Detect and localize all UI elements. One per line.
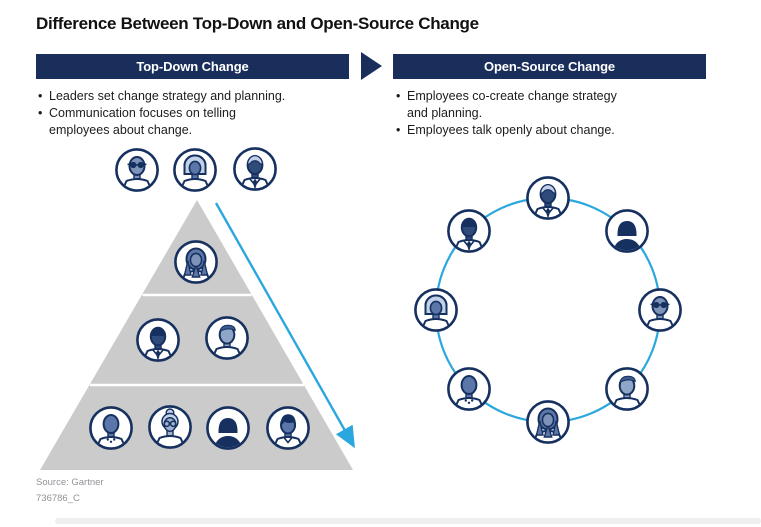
chevron-right-icon [361,52,382,80]
pyramid [40,200,353,470]
document-id: 736786_C [36,493,80,504]
person-bob-icon [172,147,218,193]
person-bob-icon [413,287,459,333]
bullet-item: • Employees co-create change strategy an… [396,88,726,122]
person-tiedark-icon [446,208,492,254]
person-dark-icon [604,208,650,254]
person-swoop-icon [204,315,250,361]
person-swoop-icon [604,366,650,412]
person-glasses-icon [637,287,683,333]
bullet-item: • Leaders set change strategy and planni… [38,88,368,105]
bullet-text: Employees co-create change strategy and … [407,89,617,120]
bullet-item: • Communication focuses on telling emplo… [38,105,368,139]
bullet-dot: • [38,106,43,120]
person-bun-icon [147,404,193,450]
person-suit-icon [525,175,571,221]
horizontal-scrollbar[interactable] [55,518,761,524]
bullet-text: Leaders set change strategy and planning… [49,89,286,103]
bullet-text: Communication focuses on telling employe… [49,106,236,137]
person-tiedark-icon [135,317,181,363]
top-down-header-label: Top-Down Change [136,59,249,74]
person-necklace-icon [446,366,492,412]
bullet-dot: • [38,89,43,103]
person-longhair-icon [173,239,219,285]
person-necklace-icon [88,405,134,451]
person-dark-icon [205,405,251,451]
person-sideswept-icon [265,405,311,451]
person-longhair-icon [525,399,571,445]
bullet-text: Employees talk openly about change. [407,123,615,137]
page-title: Difference Between Top-Down and Open-Sou… [36,14,479,33]
bullet-dot: • [396,89,401,103]
top-down-arrow [214,202,355,449]
open-source-header-label: Open-Source Change [483,59,616,74]
top-down-bullet-list: • Leaders set change strategy and planni… [38,88,368,139]
source-label: Source: Gartner [36,477,104,488]
open-source-bullet-list: • Employees co-create change strategy an… [396,88,726,139]
person-suit-icon [232,146,278,192]
bullet-item: • Employees talk openly about change. [396,122,726,139]
person-glasses-icon [114,147,160,193]
open-source-header-bar: Open-Source Change [393,54,706,79]
top-down-header-bar: Top-Down Change [36,54,349,79]
bullet-dot: • [396,123,401,137]
